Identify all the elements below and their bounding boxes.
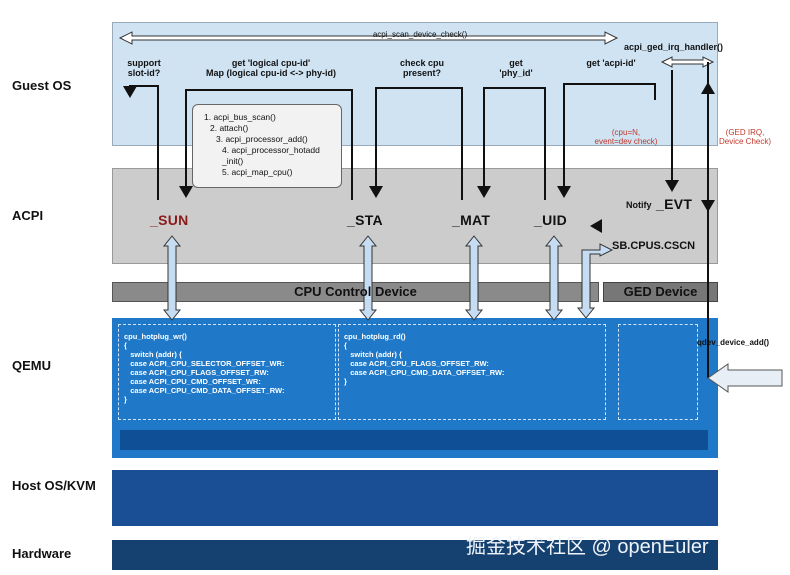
check-present-label: check cpu present? <box>399 58 445 78</box>
cpu-event-note: (cpu=N, event=dev check) <box>594 128 658 146</box>
scroll-steps: 1. acpi_bus_scan() 2. attach() 3. acpi_p… <box>204 112 320 178</box>
ged-handler-label: acpi_ged_irq_handler() <box>624 42 724 52</box>
arrow-support-slot <box>123 85 159 200</box>
ged-device-bar <box>603 282 718 302</box>
layer-label-qemu: QEMU <box>12 358 51 373</box>
cscn-label: SB.CPUS.CSCN <box>612 240 696 252</box>
get-acpi-label: get 'acpi-id' <box>586 58 636 68</box>
ged-qemu-box <box>618 324 698 420</box>
notify-label: Notify <box>626 200 652 210</box>
layer-label-host: Host OS/KVM <box>12 478 96 493</box>
scroll-step: 3. acpi_processor_add() <box>216 134 308 144</box>
get-logical-label: get 'logical cpu-id' Map (logical cpu-id… <box>205 58 336 78</box>
hardware-band <box>112 540 718 570</box>
qemu-inner-bar <box>120 430 708 450</box>
layer-label-acpi: ACPI <box>12 208 44 223</box>
get-phy-label: get 'phy_id' <box>499 58 533 78</box>
arrow-get-acpi <box>557 83 656 198</box>
arrow-logical-cpu <box>179 89 353 200</box>
arrow-check-present <box>369 87 463 200</box>
cpu-hotplug-wr-code: cpu_hotplug_wr() { switch (addr) { case … <box>124 332 285 404</box>
method-uid: _UID <box>534 212 568 228</box>
method-mat: _MAT <box>452 212 491 228</box>
support-slot-label: support slot-id? <box>127 58 161 78</box>
qdev-big-arrow <box>707 363 783 393</box>
cpu-hotplug-rd-code: cpu_hotplug_rd() { switch (addr) { case … <box>344 332 505 386</box>
scroll-step: 5. acpi_map_cpu() <box>222 167 293 177</box>
scan-check-double-arrow <box>118 31 619 45</box>
ged-device-label: GED Device <box>623 284 698 299</box>
method-evt: _EVT <box>656 196 693 212</box>
arrow-get-phy <box>477 87 546 200</box>
mmio-arrows <box>162 235 614 321</box>
cpu-hotplug-wr-box <box>118 324 336 420</box>
cpu-control-device-label: CPU Control Device <box>294 284 417 299</box>
cpu-hotplug-rd-box <box>338 324 606 420</box>
scroll-step: 1. acpi_bus_scan() <box>204 112 276 122</box>
method-sun: _SUN <box>150 212 189 228</box>
watermark: 掘金技术社区 @ openEuler <box>466 536 709 558</box>
ged-double-arrow <box>660 56 715 68</box>
scroll-step: 4. acpi_processor_hotadd _init() <box>222 145 320 166</box>
call-sequence-scroll <box>192 104 342 188</box>
qdev-label: qdev_device_add() <box>697 338 770 347</box>
layer-label-hardware: Hardware <box>12 546 72 561</box>
host-band <box>112 470 718 526</box>
scroll-step: 2. attach() <box>210 123 249 133</box>
layer-label-guest-os: Guest OS <box>12 78 72 93</box>
ged-irq-note: (GED IRQ, Device Check) <box>718 128 771 146</box>
scan-check-label: acpi_scan_device_check() <box>372 30 468 39</box>
method-sta: _STA <box>347 212 383 228</box>
